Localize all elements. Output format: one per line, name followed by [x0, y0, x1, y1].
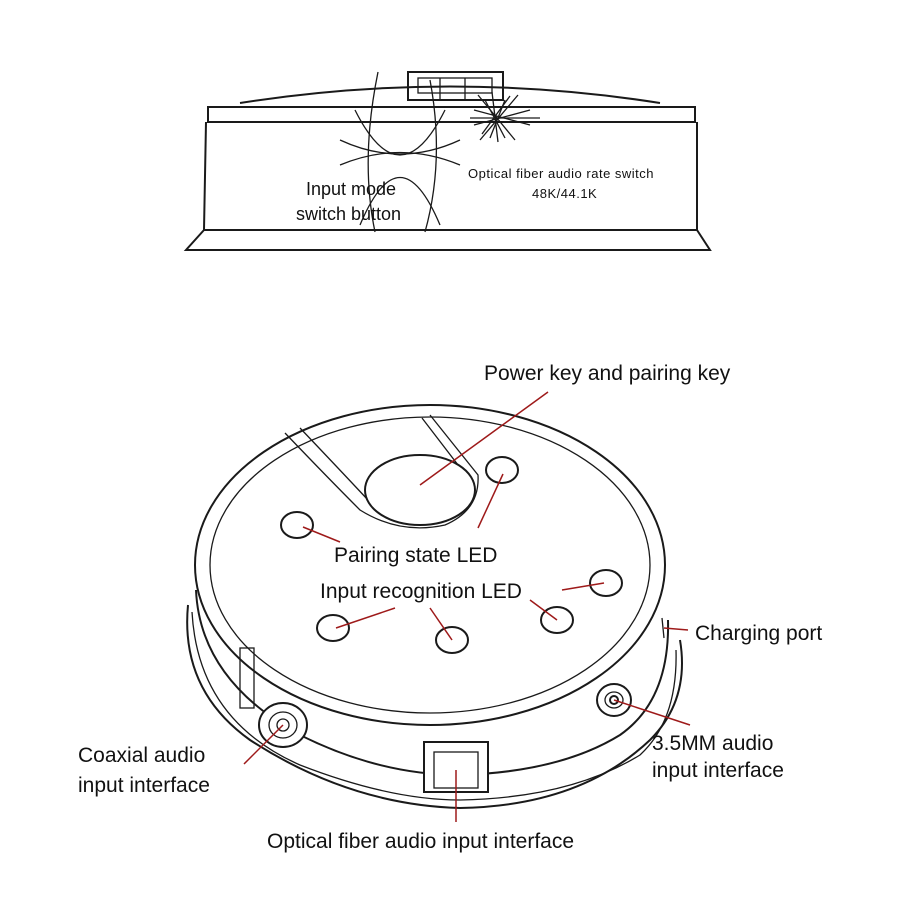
input-mode-label-line1: Input mode: [306, 179, 396, 199]
coaxial-label-line1: Coaxial audio: [78, 744, 205, 767]
input-mode-switch-marking: [339, 71, 461, 233]
leader-lines: [243, 391, 691, 822]
pairing-led-left: [280, 511, 314, 539]
leader-power-key: [419, 391, 549, 486]
rate-switch-marking: [470, 91, 540, 143]
leader-coaxial: [243, 724, 284, 765]
input-led-label: Input recognition LED: [320, 580, 522, 603]
power-key: [364, 454, 476, 526]
side-view-base: [183, 229, 712, 251]
side-view-dome: [239, 85, 661, 104]
rate-switch-values: 48K/44.1K: [532, 186, 597, 201]
charging-port: [661, 617, 665, 639]
charging-port-label: Charging port: [695, 622, 822, 645]
side-view-switch-slot: [417, 77, 493, 94]
side-view-body: [202, 121, 698, 231]
perspective-labels: Power key and pairing key Pairing state …: [78, 362, 822, 853]
leader-input-3: [529, 599, 558, 621]
pairing-led-right: [485, 456, 519, 484]
rate-switch-label: Optical fiber audio rate switch: [468, 166, 654, 181]
audio-35mm-label-line2: input interface: [652, 759, 784, 782]
perspective-view: [186, 404, 683, 810]
pairing-led-label: Pairing state LED: [334, 544, 497, 567]
leader-charging: [663, 627, 689, 631]
leader-input-4: [561, 582, 605, 591]
leader-pairing-left: [302, 526, 341, 543]
leader-input-2: [429, 607, 453, 641]
leader-input-1: [335, 607, 396, 629]
input-led-4: [589, 569, 623, 597]
leader-pairing-right: [477, 473, 504, 529]
side-view-switch-housing: [407, 71, 504, 101]
optical-label: Optical fiber audio input interface: [267, 830, 574, 853]
input-led-1: [316, 614, 350, 642]
coaxial-label-line2: input interface: [78, 774, 210, 797]
device-lower-rim: [191, 611, 677, 801]
device-top-outer: [194, 404, 666, 726]
audio-35mm-label-line1: 3.5MM audio: [652, 732, 773, 755]
input-mode-label-line2: switch button: [296, 204, 401, 224]
leader-35mm: [613, 699, 691, 726]
side-view-top-band: [207, 106, 696, 123]
power-key-label: Power key and pairing key: [484, 362, 731, 385]
device-top-inner: [209, 416, 651, 714]
side-view: Input mode switch button Optical fiber a…: [183, 71, 712, 251]
